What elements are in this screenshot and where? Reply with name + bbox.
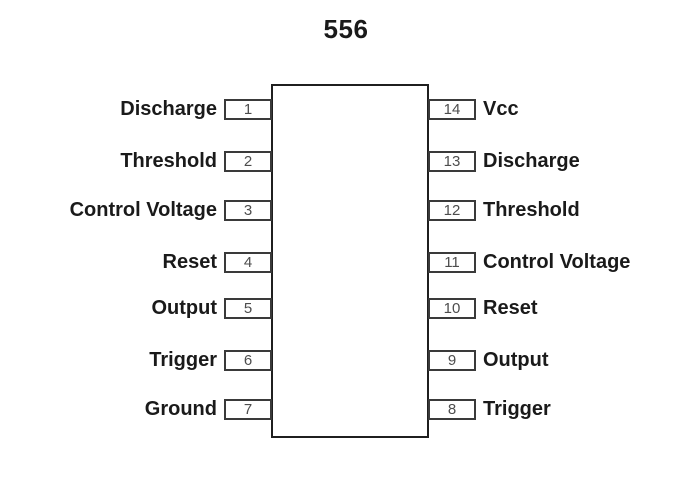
- pin-8-box: 8: [428, 399, 476, 420]
- pin-2-label: Threshold: [120, 150, 217, 172]
- pin-13-box: 13: [428, 151, 476, 172]
- pin-14-label: Vcc: [483, 98, 519, 120]
- pin-9-label: Output: [483, 349, 549, 371]
- pin-11-box: 11: [428, 252, 476, 273]
- pin-12-number: 12: [443, 202, 461, 219]
- pin-6-label: Trigger: [149, 349, 217, 371]
- pin-12-label: Threshold: [483, 199, 580, 221]
- pin-4-box: 4: [224, 252, 272, 273]
- pin-6-number: 6: [243, 352, 253, 369]
- pin-10-number: 10: [443, 300, 461, 317]
- pin-3-label: Control Voltage: [69, 199, 217, 221]
- pin-7-number: 7: [243, 401, 253, 418]
- pin-5-box: 5: [224, 298, 272, 319]
- pin-10-box: 10: [428, 298, 476, 319]
- pin-3-box: 3: [224, 200, 272, 221]
- pin-6-box: 6: [224, 350, 272, 371]
- pin-5-label: Output: [151, 297, 217, 319]
- chip-title: 556: [323, 14, 369, 44]
- pin-4-number: 4: [243, 254, 253, 271]
- pin-1-number: 1: [243, 101, 253, 118]
- pin-10-label: Reset: [483, 297, 538, 319]
- pin-11-number: 11: [444, 254, 460, 271]
- pin-1-box: 1: [224, 99, 272, 120]
- pin-13-label: Discharge: [483, 150, 580, 172]
- pin-12-box: 12: [428, 200, 476, 221]
- pin-13-number: 13: [443, 153, 461, 170]
- pin-2-box: 2: [224, 151, 272, 172]
- pin-5-number: 5: [243, 300, 253, 317]
- pin-14-number: 14: [443, 101, 461, 118]
- pin-9-number: 9: [447, 352, 457, 369]
- pin-11-label: Control Voltage: [483, 251, 631, 273]
- pin-8-number: 8: [447, 401, 457, 418]
- pin-4-label: Reset: [162, 251, 217, 273]
- pin-1-label: Discharge: [120, 98, 217, 120]
- pin-3-number: 3: [243, 202, 253, 219]
- pin-14-box: 14: [428, 99, 476, 120]
- chip-body: [271, 84, 429, 438]
- pin-7-box: 7: [224, 399, 272, 420]
- pin-9-box: 9: [428, 350, 476, 371]
- pin-7-label: Ground: [144, 398, 217, 420]
- pin-8-label: Trigger: [483, 398, 551, 420]
- pin-2-number: 2: [243, 153, 253, 170]
